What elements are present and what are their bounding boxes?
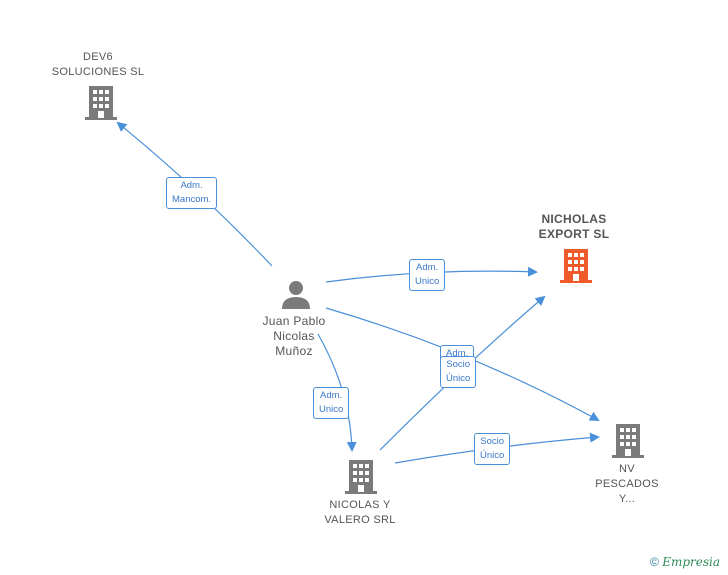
- node-dev6-line1: DEV6: [83, 51, 113, 63]
- node-person-line2: Nicolas: [273, 329, 315, 343]
- node-nicolasvalero-line1: NICOLAS Y: [329, 499, 391, 511]
- footer-brand[interactable]: © Empresia: [650, 555, 720, 569]
- edge-label-line2: Único: [480, 450, 505, 461]
- node-nicolasvalero-line2: VALERO SRL: [324, 514, 396, 526]
- node-nvpescados-line2: PESCADOS: [595, 478, 659, 490]
- edge-label-line2: Unico: [415, 276, 440, 287]
- edge-label-socio-unico-nicholas[interactable]: Socio Único: [440, 356, 477, 388]
- copyright-symbol: ©: [650, 555, 659, 569]
- person-icon[interactable]: [281, 279, 311, 309]
- building-icon[interactable]: [85, 86, 117, 120]
- edge-label-line2: Mancom.: [172, 194, 212, 205]
- node-nicholas-line2: EXPORT SL: [538, 227, 610, 241]
- edge-label-adm-unico-nicholas[interactable]: Adm. Unico: [409, 259, 446, 291]
- edge-label-adm-mancom[interactable]: Adm. Mancom.: [166, 177, 218, 209]
- node-nvpescados-label[interactable]: NV PESCADOS Y...: [582, 462, 672, 507]
- node-nicolasvalero-label[interactable]: NICOLAS Y VALERO SRL: [300, 498, 420, 528]
- edge-label-line1: Socio: [480, 436, 505, 447]
- edge-label-line1: Adm.: [180, 180, 203, 191]
- building-icon[interactable]: [345, 460, 377, 494]
- node-nvpescados-line1: NV: [619, 463, 635, 475]
- edge-label-adm-unico-valero[interactable]: Adm. Unico: [313, 387, 350, 419]
- node-dev6-line2: SOLUCIONES SL: [51, 66, 145, 78]
- node-nicholas-label[interactable]: NICHOLAS EXPORT SL: [510, 212, 638, 242]
- edge-label-line2: Único: [446, 373, 471, 384]
- edge-label-socio-unico-nvpescados[interactable]: Socio Único: [474, 433, 511, 465]
- node-nicholas-line1: NICHOLAS: [541, 212, 607, 226]
- node-person-line1: Juan Pablo: [262, 314, 326, 328]
- building-icon[interactable]: [612, 424, 644, 458]
- node-person-line3: Muñoz: [275, 344, 313, 358]
- edge-label-line2: Unico: [319, 404, 344, 415]
- edge-label-line1: Adm.: [446, 348, 469, 359]
- brand-logo: Empresia: [662, 555, 720, 569]
- edge-label-line1: Adm.: [416, 262, 439, 273]
- edge-label-line1: Adm.: [320, 390, 343, 401]
- node-nvpescados-line3: Y...: [618, 493, 636, 505]
- node-dev6-label[interactable]: DEV6 SOLUCIONES SL: [38, 50, 158, 80]
- edge-label-line1: Socio: [446, 359, 471, 370]
- building-icon-highlighted[interactable]: [560, 249, 592, 283]
- node-person-label[interactable]: Juan Pablo Nicolas Muñoz: [236, 314, 352, 359]
